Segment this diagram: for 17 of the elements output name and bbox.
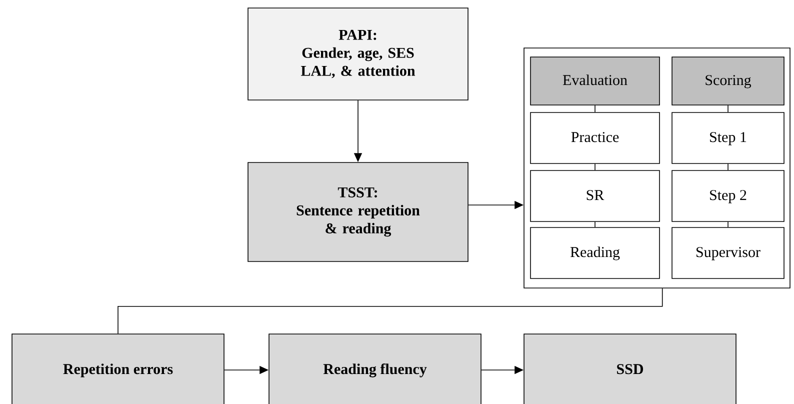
outcome-box: Repetition errors: [12, 334, 224, 404]
process-box: PAPI: Gender, age, SES LAL, & attention: [248, 8, 468, 100]
connector-line: [118, 288, 663, 334]
column-header: Evaluation: [530, 56, 660, 106]
step-box: Supervisor: [672, 227, 784, 279]
outcome-box: SSD: [524, 334, 736, 404]
connector-line: [594, 164, 596, 170]
step-box: Practice: [530, 112, 660, 164]
step-box: Step 2: [672, 170, 784, 222]
column-header: Scoring: [672, 56, 784, 106]
connector-line: [594, 222, 596, 228]
step-box: Reading: [530, 227, 660, 279]
process-box: TSST: Sentence repetition & reading: [248, 162, 468, 262]
step-box: Step 1: [672, 112, 784, 164]
connector-line: [594, 105, 596, 112]
step-box: SR: [530, 170, 660, 222]
outcome-box: Reading fluency: [268, 334, 482, 404]
